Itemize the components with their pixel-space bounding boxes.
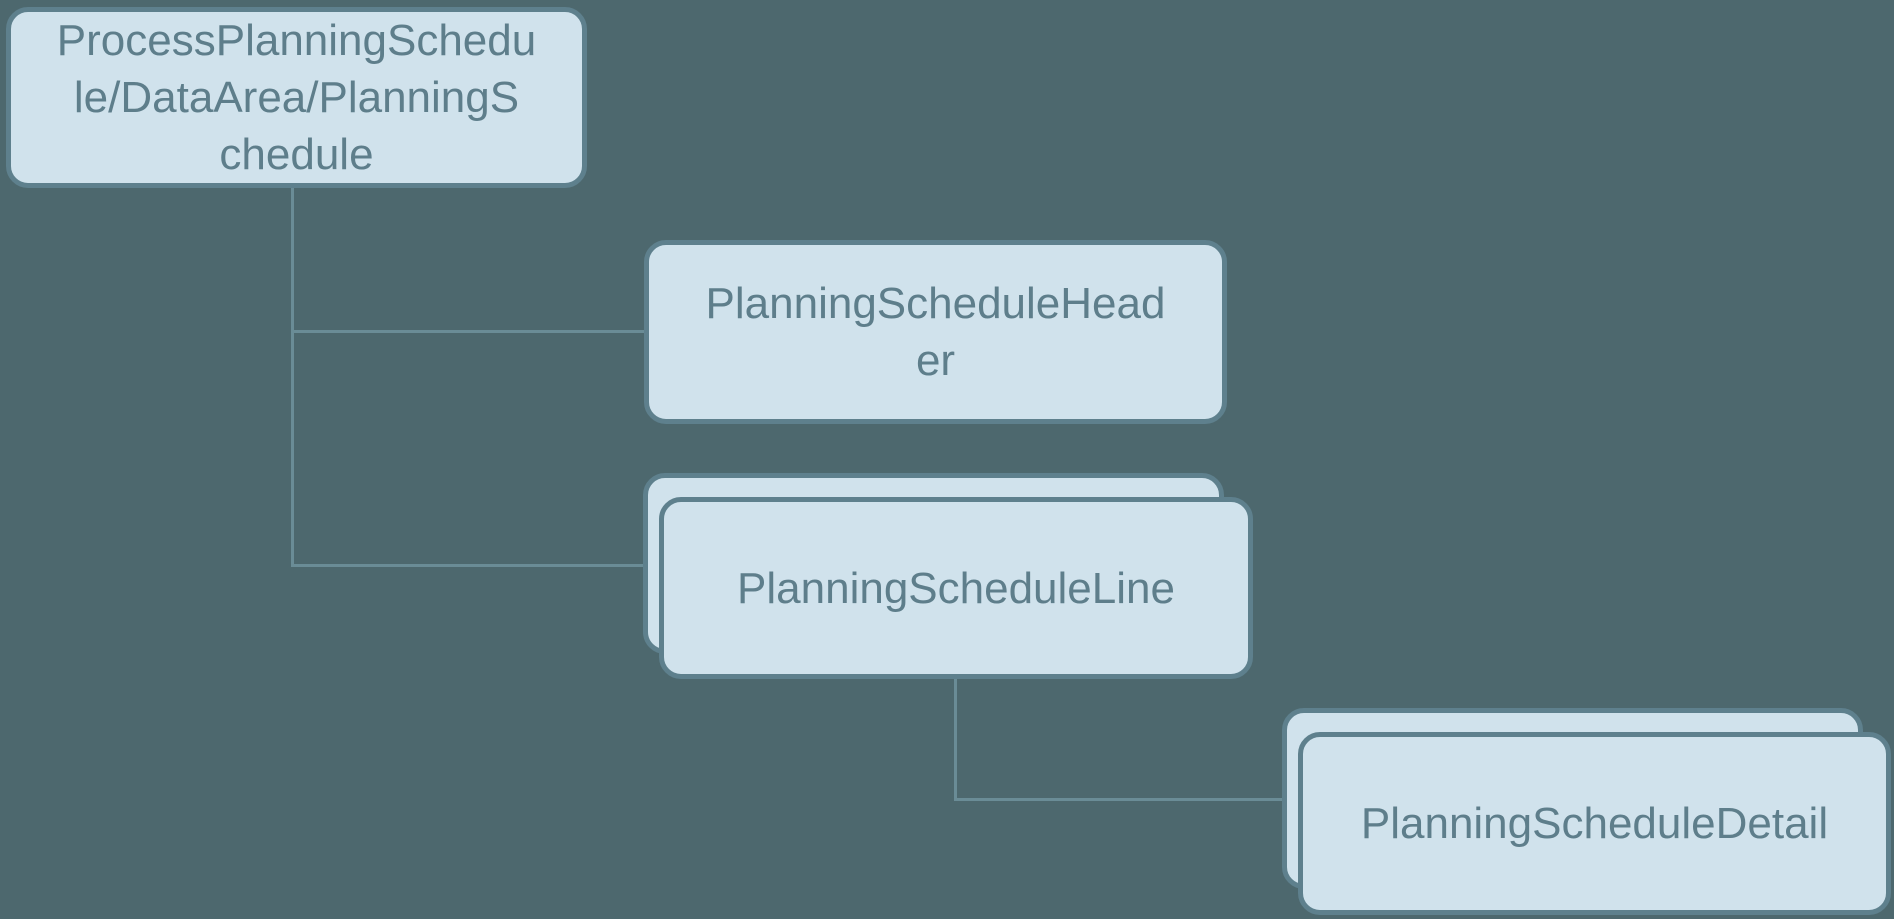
node-label-line: PlanningScheduleLine	[737, 563, 1175, 613]
node-label-line: er	[915, 336, 956, 385]
node-process-planning-schedule: ProcessPlanningSchedu le/DataArea/Planni…	[6, 7, 587, 188]
node-label-line: le/DataArea/PlanningS	[73, 73, 520, 122]
node-planning-schedule-header: PlanningScheduleHead er	[644, 240, 1227, 424]
connector-root-to-line	[291, 564, 645, 567]
connector-root-to-header	[291, 330, 646, 333]
connector-line-trunk	[954, 678, 957, 801]
node-label-line: PlanningScheduleHead	[705, 279, 1166, 328]
connector-line-to-detail	[954, 798, 1284, 801]
node-planning-schedule-detail: PlanningScheduleDetail	[1298, 732, 1891, 915]
node-label-line: ProcessPlanningSchedu	[56, 16, 537, 65]
node-label-line: PlanningScheduleDetail	[1360, 799, 1829, 848]
node-planning-schedule-line: PlanningScheduleLine	[659, 497, 1253, 679]
connector-root-trunk	[291, 187, 294, 567]
node-label-line: chedule	[219, 130, 374, 179]
